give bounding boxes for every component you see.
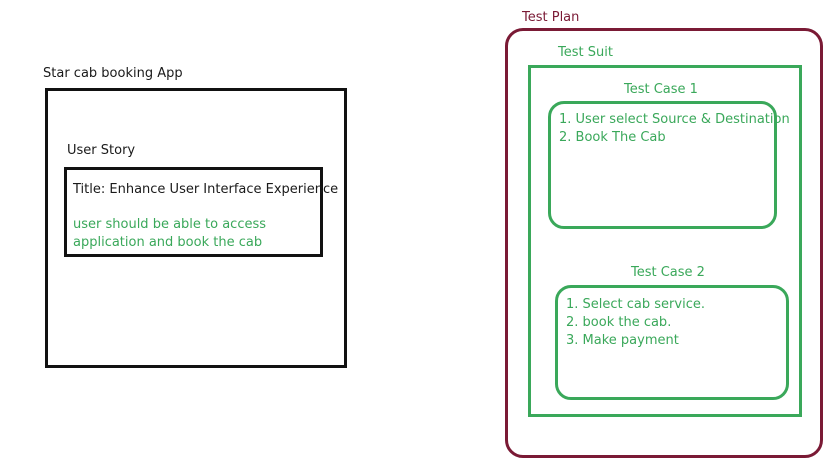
user-story-box xyxy=(64,167,323,257)
test-step: 2. book the cab. xyxy=(566,315,672,330)
test-case-1-box xyxy=(548,101,777,229)
story-description: user should be able to access applicatio… xyxy=(73,216,266,252)
test-suit-box xyxy=(528,65,802,417)
test-step: 1. Select cab service. xyxy=(566,297,705,312)
app-title: Star cab booking App xyxy=(43,66,183,81)
test-case-2-box xyxy=(555,285,789,400)
app-box xyxy=(45,88,347,368)
test-plan-box xyxy=(505,28,823,458)
user-story-label: User Story xyxy=(67,143,136,158)
story-title: Title: Enhance User Interface Experience xyxy=(73,182,339,197)
test-case-2-label: Test Case 2 xyxy=(631,265,705,280)
story-description-line: application and book the cab xyxy=(73,235,263,250)
test-step: 3. Make payment xyxy=(566,333,679,348)
test-case-1-label: Test Case 1 xyxy=(624,82,698,97)
test-step: 1. User select Source & Destination xyxy=(559,112,790,127)
test-case-2-steps: 1. Select cab service. 2. book the cab. … xyxy=(566,296,705,350)
test-suit-label: Test Suit xyxy=(558,45,613,60)
test-case-1-steps: 1. User select Source & Destination 2. B… xyxy=(559,111,790,147)
story-description-line: user should be able to access xyxy=(73,217,267,232)
test-plan-label: Test Plan xyxy=(522,10,580,25)
test-step: 2. Book The Cab xyxy=(559,130,666,145)
